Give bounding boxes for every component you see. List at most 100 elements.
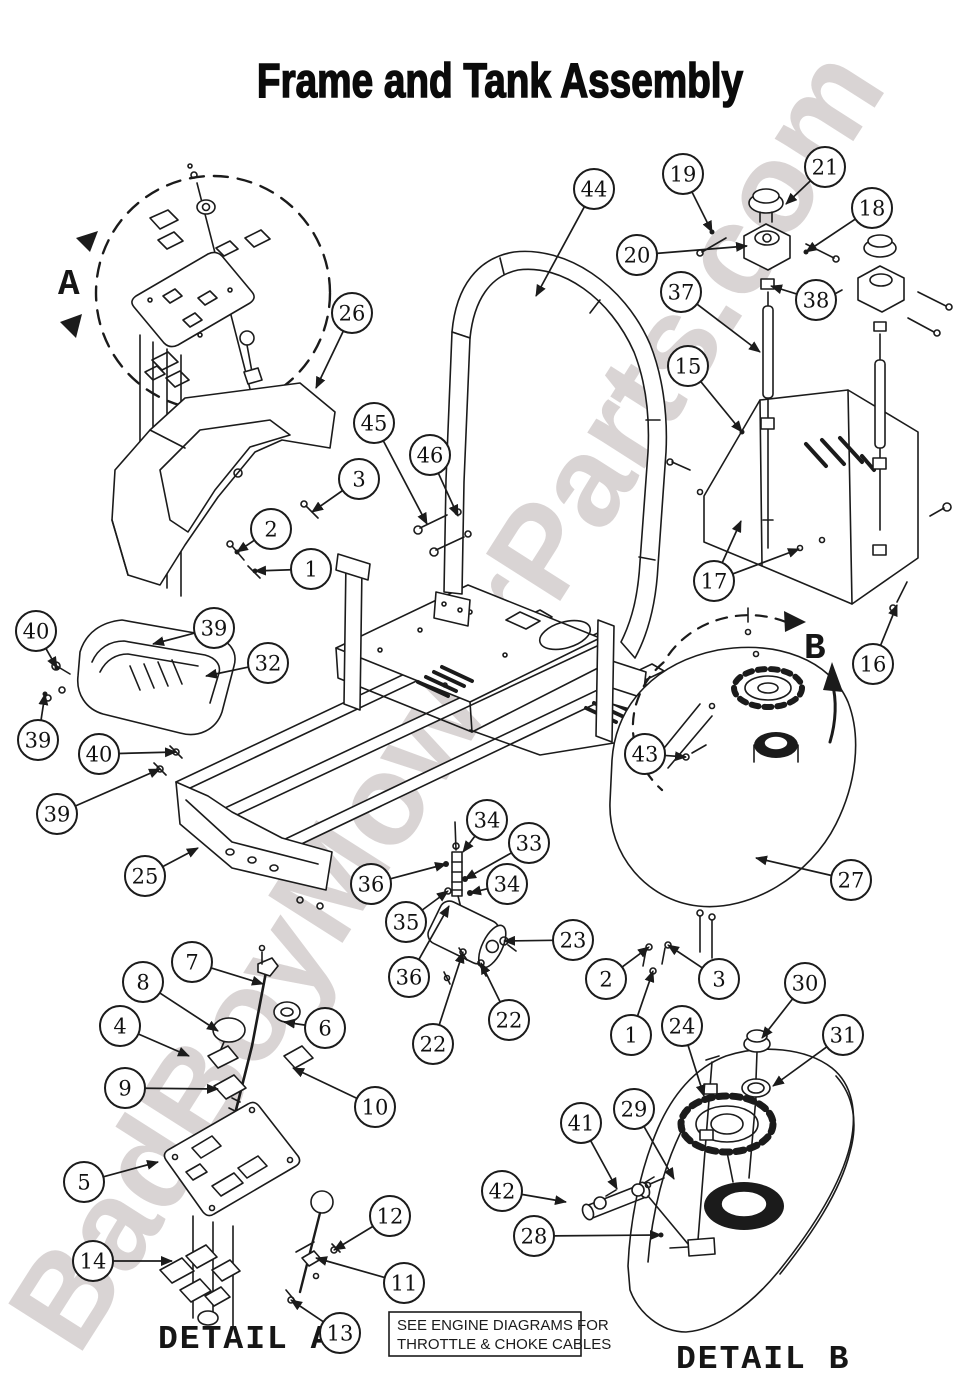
callout-3-bubble bbox=[698, 958, 740, 1000]
callout-37-number: 37 bbox=[668, 281, 695, 305]
callout-43: 43 bbox=[624, 733, 687, 775]
callout-46: 46 bbox=[409, 434, 459, 517]
callout-16-number: 16 bbox=[860, 653, 887, 677]
callout-46-number: 46 bbox=[417, 444, 444, 468]
callout-2-number: 2 bbox=[264, 518, 277, 542]
detail-a-caption: DETAIL A bbox=[158, 1321, 332, 1358]
callout-35-leader bbox=[421, 890, 449, 911]
callout-45-bubble bbox=[353, 402, 395, 444]
callout-40-number: 40 bbox=[23, 620, 50, 644]
callout-33: 33 bbox=[464, 822, 550, 880]
callout-8-leader bbox=[159, 992, 219, 1032]
detail-b-assembly bbox=[581, 1029, 855, 1333]
callout-16-leader bbox=[879, 604, 898, 646]
callout-36-leader bbox=[418, 905, 450, 960]
callout-23-bubble bbox=[552, 919, 594, 961]
callout-20-bubble bbox=[616, 234, 658, 276]
callout-34-number: 34 bbox=[494, 873, 521, 897]
callout-34-number: 34 bbox=[474, 809, 501, 833]
callout-36: 36 bbox=[350, 862, 447, 905]
callout-28-bubble bbox=[513, 1215, 555, 1257]
callout-22-number: 22 bbox=[496, 1009, 523, 1033]
callout-27: 27 bbox=[755, 855, 872, 901]
callout-32-number: 32 bbox=[255, 652, 282, 676]
callout-21: 21 bbox=[785, 146, 846, 205]
callout-33-number: 33 bbox=[516, 832, 543, 856]
callout-34-bubble bbox=[486, 863, 528, 905]
callout-6-number: 6 bbox=[318, 1017, 331, 1041]
callout-11-leader bbox=[315, 1256, 385, 1279]
callout-1: 1 bbox=[254, 548, 332, 590]
callout-3-bubble bbox=[338, 458, 380, 500]
callout-14-number: 14 bbox=[80, 1250, 107, 1274]
callout-46-leader bbox=[437, 472, 459, 517]
callout-1-number: 1 bbox=[624, 1024, 637, 1048]
callout-12-leader bbox=[333, 1225, 374, 1251]
callout-18: 18 bbox=[805, 187, 893, 253]
callout-42-number: 42 bbox=[489, 1180, 516, 1204]
callout-3-number: 3 bbox=[352, 468, 365, 492]
callout-31-leader bbox=[772, 1046, 828, 1087]
callout-19-leader bbox=[691, 191, 713, 233]
callout-30-number: 30 bbox=[792, 972, 819, 996]
callout-2: 2 bbox=[585, 946, 650, 1000]
callout-12-number: 12 bbox=[377, 1205, 404, 1229]
callout-3-number: 3 bbox=[712, 968, 725, 992]
callout-22-leader bbox=[480, 962, 501, 1003]
callout-32-bubble bbox=[247, 642, 289, 684]
callout-36-bubble bbox=[388, 956, 430, 998]
callout-39: 39 bbox=[152, 607, 235, 649]
callout-24: 24 bbox=[661, 1005, 706, 1097]
callout-22-number: 22 bbox=[420, 1033, 447, 1057]
callout-2-bubble bbox=[250, 508, 292, 550]
engine-note: SEE ENGINE DIAGRAMS FOR THROTTLE & CHOKE… bbox=[388, 1311, 611, 1357]
callout-26-leader bbox=[315, 330, 345, 389]
callout-44-number: 44 bbox=[581, 178, 608, 202]
callout-39: 39 bbox=[36, 768, 161, 835]
callout-14: 14 bbox=[72, 1240, 173, 1282]
callout-26: 26 bbox=[315, 292, 373, 389]
callout-20-leader bbox=[656, 241, 748, 255]
callout-38-leader bbox=[770, 284, 798, 295]
callout-6-bubble bbox=[304, 1007, 346, 1049]
callout-17: 17 bbox=[693, 520, 800, 602]
callout-2-number: 2 bbox=[599, 968, 612, 992]
callout-42: 42 bbox=[481, 1170, 567, 1212]
callout-36-bubble bbox=[350, 863, 392, 905]
callout-19-bubble bbox=[662, 153, 704, 195]
callout-31-number: 31 bbox=[830, 1024, 857, 1048]
callout-39-leader bbox=[38, 693, 49, 721]
detail-b-caption: DETAIL B bbox=[676, 1341, 850, 1378]
callout-41-leader bbox=[589, 1140, 618, 1190]
callout-27-number: 27 bbox=[838, 869, 865, 893]
callout-42-leader bbox=[521, 1193, 567, 1206]
callout-20: 20 bbox=[616, 234, 748, 276]
callout-21-leader bbox=[785, 180, 812, 205]
callout-17-leader bbox=[732, 548, 800, 575]
callout-11: 11 bbox=[315, 1256, 425, 1304]
rops-hoop bbox=[335, 250, 668, 743]
callout-39-leader bbox=[152, 632, 195, 647]
callout-3-leader bbox=[311, 489, 344, 513]
callout-11-number: 11 bbox=[391, 1272, 418, 1296]
callout-1: 1 bbox=[610, 970, 655, 1056]
callout-8-number: 8 bbox=[136, 971, 149, 995]
callout-5-number: 5 bbox=[77, 1171, 90, 1195]
callout-39: 39 bbox=[17, 693, 59, 761]
callout-10: 10 bbox=[292, 1067, 396, 1128]
callout-17-leader bbox=[721, 520, 742, 564]
callout-10-bubble bbox=[354, 1086, 396, 1128]
callout-40-bubble bbox=[78, 733, 120, 775]
callout-26-number: 26 bbox=[339, 302, 366, 326]
page-title: Frame and Tank Assembly bbox=[257, 54, 744, 108]
callout-13-bubble bbox=[319, 1312, 361, 1354]
callout-33-bubble bbox=[508, 822, 550, 864]
callout-27-bubble bbox=[830, 859, 872, 901]
callout-37-bubble bbox=[660, 271, 702, 313]
callout-3-leader bbox=[667, 944, 703, 969]
callout-5: 5 bbox=[63, 1160, 159, 1203]
callout-40: 40 bbox=[78, 733, 177, 775]
callout-28-leader bbox=[553, 1230, 662, 1241]
callout-17-number: 17 bbox=[701, 570, 728, 594]
callout-39-number: 39 bbox=[201, 617, 228, 641]
